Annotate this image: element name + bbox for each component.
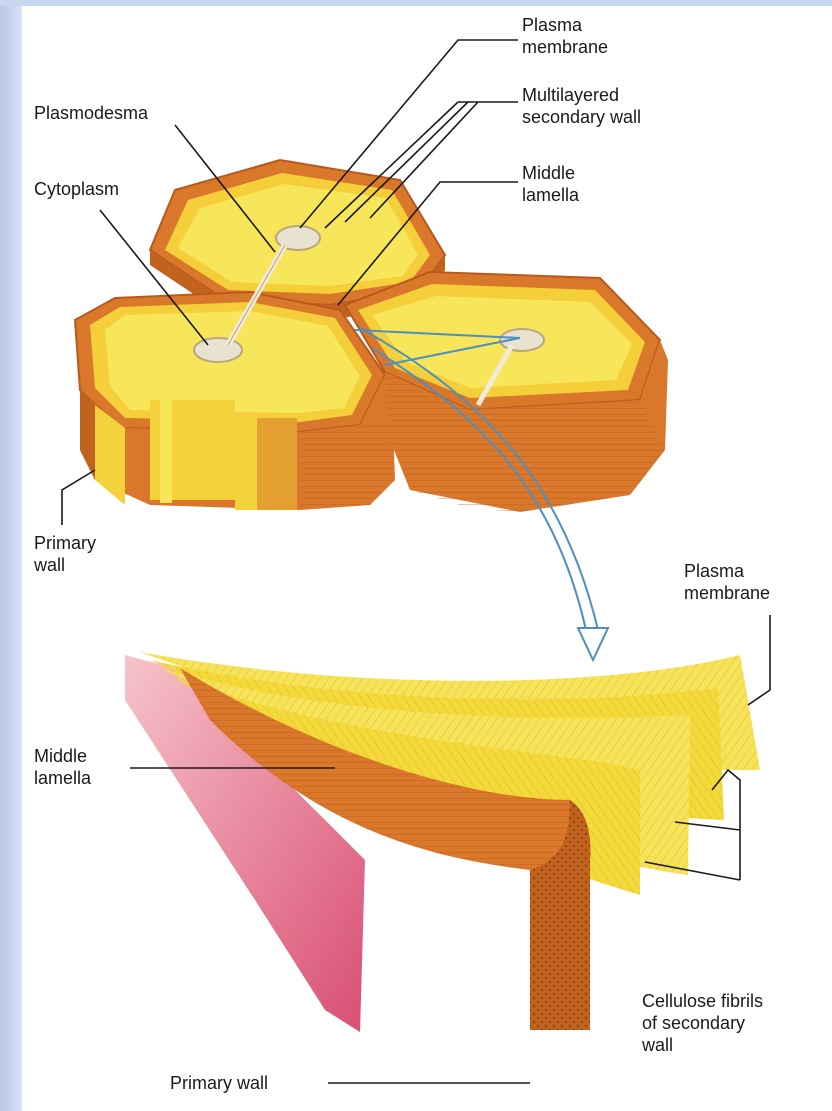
label-multilayered-secondary-wall: Multilayered secondary wall xyxy=(522,84,641,128)
label-plasma-membrane-bottom: Plasma membrane xyxy=(684,560,770,604)
label-middle-lamella-top: Middle lamella xyxy=(522,162,579,206)
label-primary-wall-bottom: Primary wall xyxy=(170,1072,268,1094)
left-cell xyxy=(75,292,395,510)
label-plasmodesma: Plasmodesma xyxy=(34,102,148,124)
leader-lines xyxy=(62,40,770,1083)
label-plasma-membrane-top: Plasma membrane xyxy=(522,14,608,58)
label-cytoplasm: Cytoplasm xyxy=(34,178,119,200)
label-primary-wall-top: Primary wall xyxy=(34,532,96,576)
label-middle-lamella-bottom: Middle lamella xyxy=(34,745,91,789)
label-cellulose-fibrils: Cellulose fibrils of secondary wall xyxy=(642,990,763,1056)
